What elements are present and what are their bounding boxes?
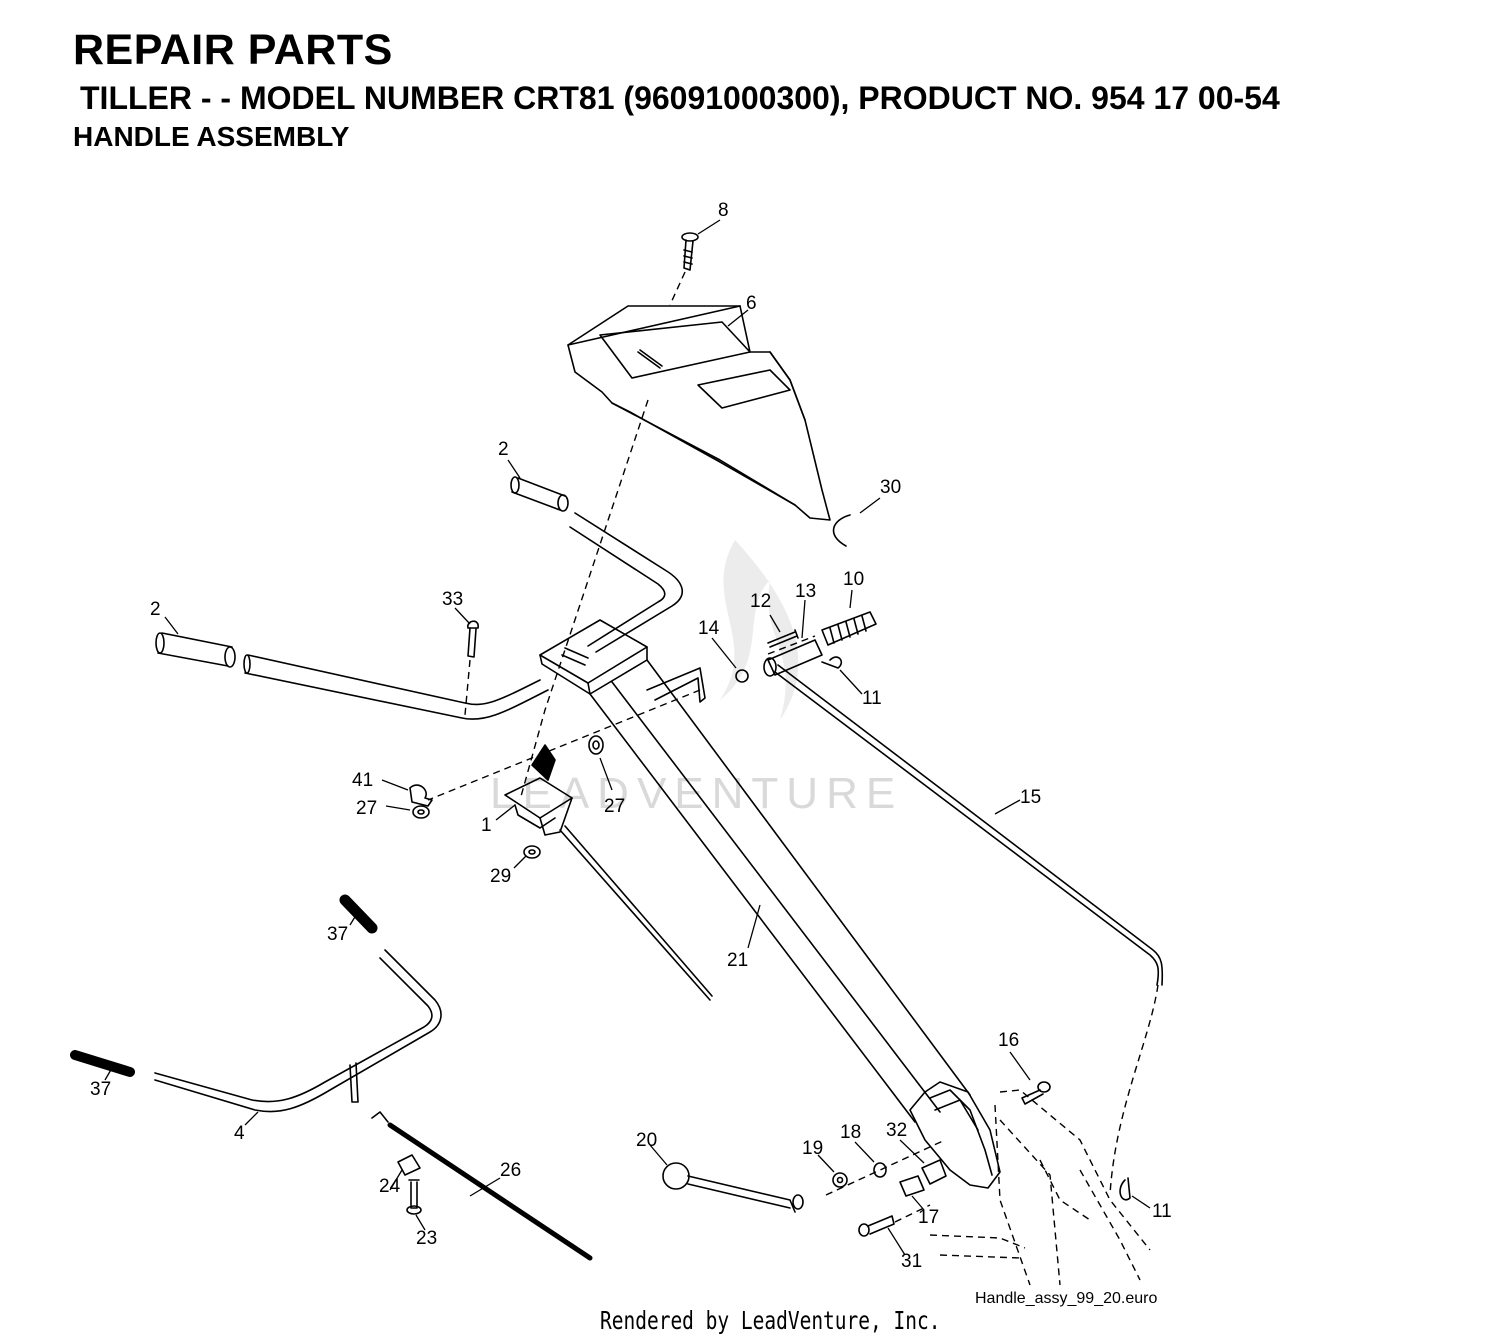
part-37-grip-left [70,1050,135,1077]
callout-23: 23 [416,1228,437,1249]
callout-11-upper: 11 [862,688,882,709]
callout-24: 24 [379,1176,401,1197]
callout-17: 17 [918,1207,939,1228]
section-title: HANDLE ASSEMBLY [73,121,350,152]
part-29-nut [523,845,541,859]
callout-37-upper: 37 [327,924,348,945]
part-24-clip [397,1154,421,1176]
callout-6: 6 [746,293,757,314]
part-13-sleeve [763,639,823,677]
part-19-washer [832,1172,848,1188]
watermark-text: LEADVENTURE [490,769,903,818]
callout-30: 30 [880,477,901,498]
callout-14: 14 [698,618,720,639]
callout-31: 31 [901,1251,922,1272]
part-2-grip-upper [510,476,569,512]
callout-33: 33 [442,589,463,610]
callout-16: 16 [998,1030,1019,1051]
callout-11-lower: 11 [1152,1201,1172,1222]
callout-41: 41 [352,770,373,791]
part-16-bolt [1021,1081,1051,1105]
part-37-grip-upper [339,894,378,934]
part-21-tube [539,619,1001,1189]
callout-37-left: 37 [90,1079,111,1100]
part-30-clip [832,514,851,547]
part-15-rod [774,664,1164,986]
part-18-nut [873,1162,887,1178]
callout-10: 10 [843,569,864,590]
part-12-pin [767,629,799,648]
part-26-cable [371,1111,593,1261]
callout-15: 15 [1020,787,1041,808]
part-20-shift-rod [662,1162,804,1213]
handlebar [243,512,683,720]
callout-20: 20 [636,1130,657,1151]
part-4-lever [154,949,442,1113]
model-subtitle: TILLER - - MODEL NUMBER CRT81 (960910003… [80,80,1280,116]
callout-19: 19 [802,1138,823,1159]
callout-2-upper: 2 [498,439,509,460]
part-23-bolt [406,1179,422,1215]
part-17-block [899,1175,925,1197]
callout-13: 13 [795,581,816,602]
callout-27-right: 27 [604,796,625,817]
callout-12: 12 [750,591,771,612]
callout-4: 4 [234,1123,245,1144]
callout-8: 8 [718,200,729,221]
diagram-filename: Handle_assy_99_20.euro [975,1290,1158,1307]
part-6-console [567,305,831,521]
footer-credit: Rendered by LeadVenture, Inc. [600,1306,941,1335]
part-2-grip-left [155,632,236,668]
leader-lines [104,219,1151,1256]
part-11-clip-upper [821,656,843,669]
part-8-screw [681,232,699,271]
callout-1: 1 [481,815,492,836]
part-1-bracket [504,744,713,1001]
watermark: LEADVENTURE [490,540,903,818]
callout-29: 29 [490,866,511,887]
callout-21: 21 [727,950,748,971]
callout-18: 18 [840,1122,861,1143]
callout-27-left: 27 [356,798,377,819]
callout-2-left: 2 [150,599,161,620]
part-27-nut-left [412,805,430,819]
part-32-block [921,1159,947,1185]
part-11-clip-lower [1119,1177,1131,1201]
assembly-lines [427,271,1159,1286]
callout-labels: 8 6 2 30 2 33 10 12 13 14 11 41 27 27 1 … [90,200,1172,1272]
part-14-bushing [735,669,749,683]
callout-26: 26 [500,1160,521,1181]
page-title: REPAIR PARTS [73,26,393,74]
callout-32: 32 [886,1120,907,1141]
part-33-bolt [467,620,479,658]
part-27-nut-right [588,735,604,755]
part-10-grip [821,611,877,646]
part-41-clamp [409,784,433,807]
part-31-bolt [858,1215,895,1237]
